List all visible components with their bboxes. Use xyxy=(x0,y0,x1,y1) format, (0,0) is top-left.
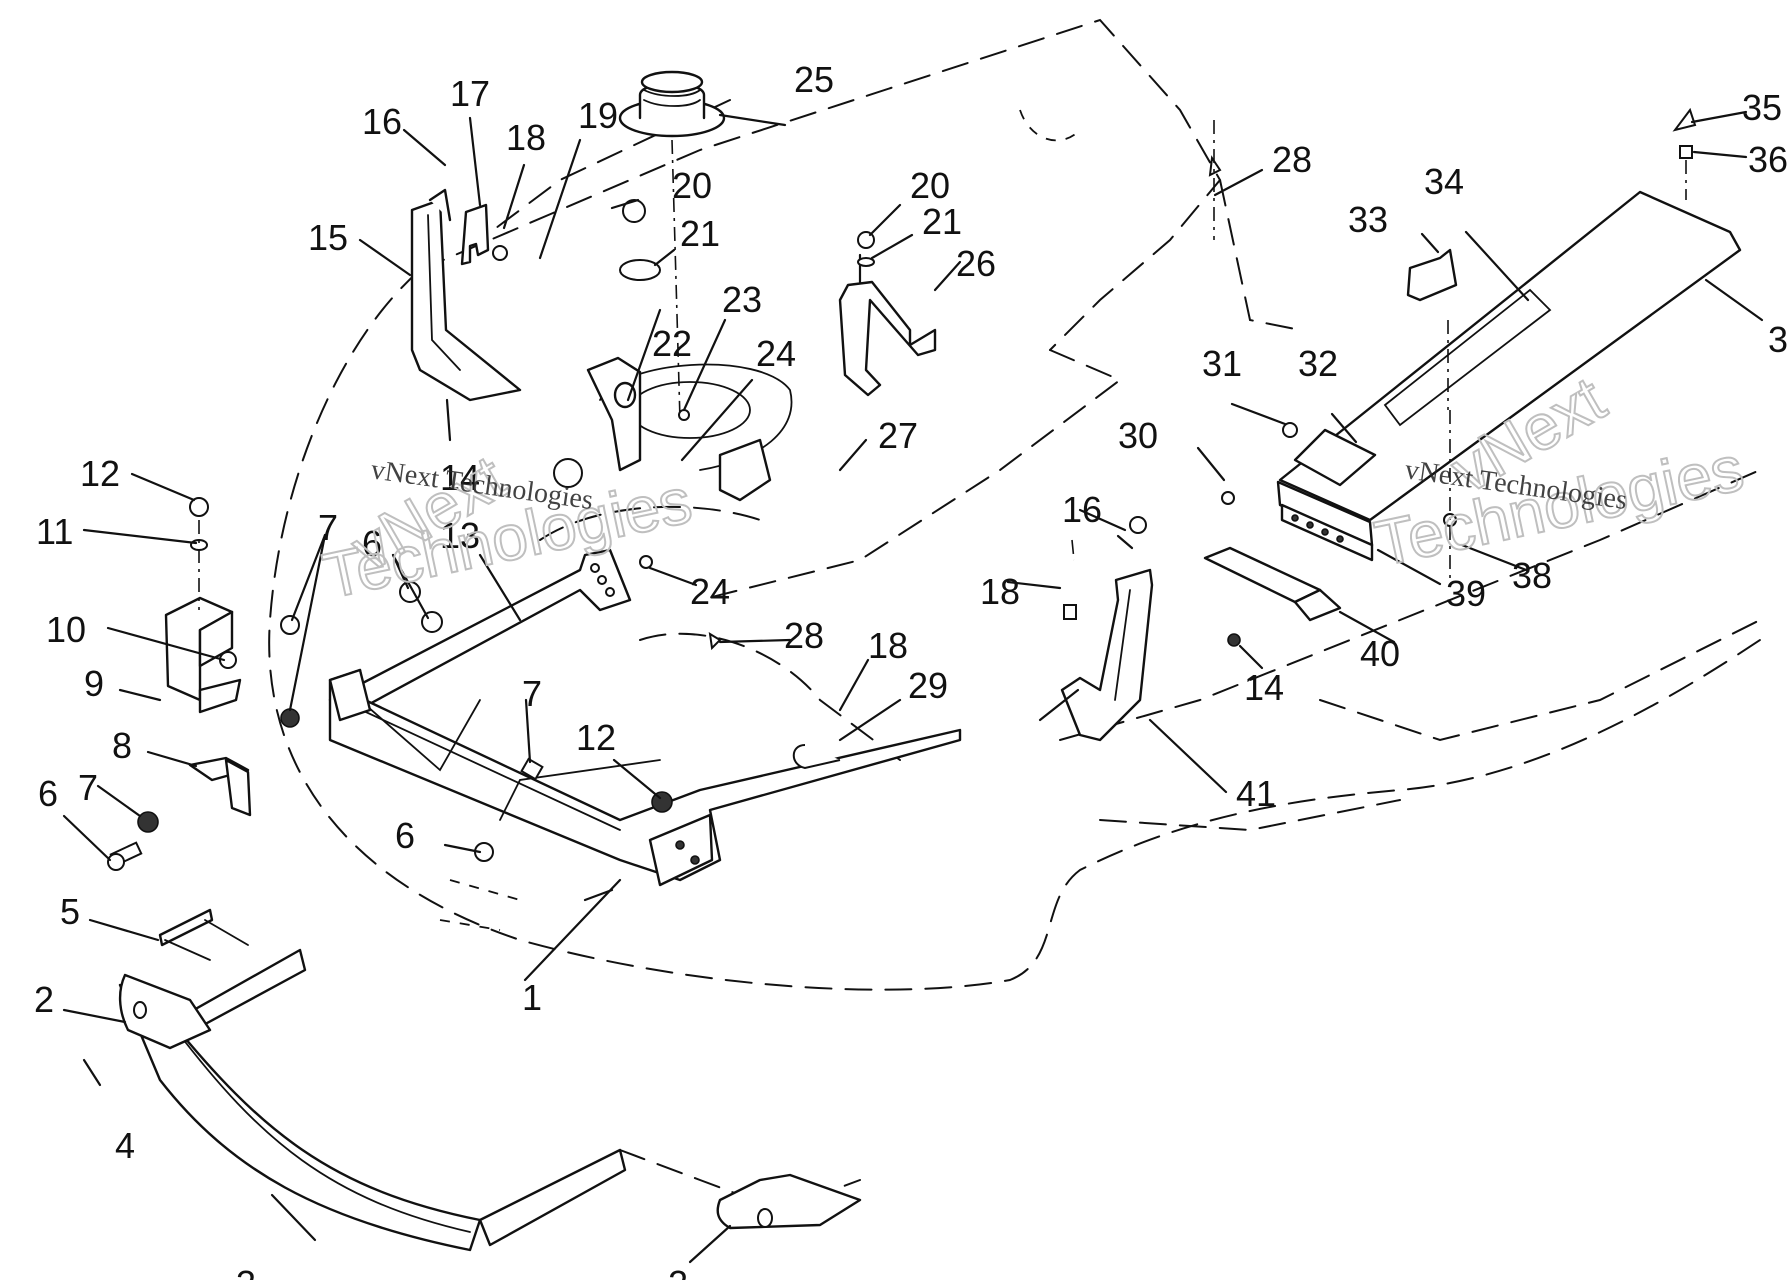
callout-15: 15 xyxy=(308,217,348,258)
callout-25: 25 xyxy=(794,59,834,100)
callout-17: 17 xyxy=(450,73,490,114)
callout-12-left: 12 xyxy=(80,453,120,494)
callout-40: 40 xyxy=(1360,633,1400,674)
callout-10: 10 xyxy=(46,609,86,650)
part-bumper-3 xyxy=(118,948,627,1252)
callout-18-left: 18 xyxy=(506,117,546,158)
callout-7-left: 7 xyxy=(78,767,98,808)
callout-24-upper: 24 xyxy=(756,333,796,374)
callout-31: 31 xyxy=(1202,343,1242,384)
callout-39: 39 xyxy=(1446,573,1486,614)
callout-11: 11 xyxy=(36,511,73,552)
callout-5: 5 xyxy=(60,891,80,932)
callout-24-lower: 24 xyxy=(690,571,730,612)
part-rail-39 xyxy=(1280,503,1374,562)
callout-30: 30 xyxy=(1118,415,1158,456)
callout-6-center: 6 xyxy=(395,815,415,856)
part-front-frame-1 xyxy=(328,668,962,887)
callout-14-right: 14 xyxy=(1244,667,1284,708)
callout-14-left: 14 xyxy=(440,457,480,498)
callout-13: 13 xyxy=(440,515,480,556)
part-brace-13 xyxy=(328,548,632,722)
part-bracket-40 xyxy=(1203,546,1342,622)
callout-22: 22 xyxy=(652,323,692,364)
callout-7-center: 7 xyxy=(522,673,542,714)
part-mount-plate-8 xyxy=(188,756,252,817)
callout-33: 33 xyxy=(1348,199,1388,240)
part-endcap-2-right xyxy=(716,1173,862,1230)
callout-32: 32 xyxy=(1298,343,1338,384)
part-bracket-26 xyxy=(838,253,937,397)
part-footrest xyxy=(1276,190,1742,547)
callout-36: 36 xyxy=(1748,139,1788,180)
callout-1: 1 xyxy=(522,977,542,1018)
callout-8: 8 xyxy=(112,725,132,766)
part-support-bracket-15 xyxy=(410,188,522,442)
callout-37-truncated: 3 xyxy=(1768,319,1788,360)
part-boot xyxy=(618,70,726,421)
callout-21-left: 21 xyxy=(680,213,720,254)
watermark-left: vNext Technologies vNext Technologies xyxy=(316,440,698,613)
callout-34: 34 xyxy=(1424,161,1464,202)
leader-lines xyxy=(62,110,1764,1264)
callout-18-center: 18 xyxy=(868,625,908,666)
part-support-41 xyxy=(1060,568,1154,742)
callout-3-bumper-truncated: 3 xyxy=(236,1263,256,1280)
callout-labels: 1 2 4 5 6 6 6 7 7 7 8 9 10 11 12 12 13 1… xyxy=(34,59,1788,1280)
callout-16-right: 16 xyxy=(1062,489,1102,530)
callout-26: 26 xyxy=(956,243,996,284)
callout-6-left: 6 xyxy=(38,773,58,814)
callout-19: 19 xyxy=(578,95,618,136)
callout-28-lower: 28 xyxy=(784,615,824,656)
callout-21-right: 21 xyxy=(922,201,962,242)
callout-2-left: 2 xyxy=(34,979,54,1020)
callout-6-upper: 6 xyxy=(362,523,382,564)
callout-16-left: 16 xyxy=(362,101,402,142)
callout-20-right: 20 xyxy=(910,165,950,206)
callout-38: 38 xyxy=(1512,555,1552,596)
callout-41: 41 xyxy=(1236,773,1276,814)
callout-7-upper: 7 xyxy=(318,507,338,548)
callout-12-center: 12 xyxy=(576,717,616,758)
callout-35: 35 xyxy=(1742,87,1782,128)
callout-27: 27 xyxy=(878,415,918,456)
callout-28-upper: 28 xyxy=(1272,139,1312,180)
callout-23: 23 xyxy=(722,279,762,320)
callout-9: 9 xyxy=(84,663,104,704)
callout-20-left: 20 xyxy=(672,165,712,206)
part-endcap-2-left xyxy=(118,973,212,1050)
part-mount-bracket-22 xyxy=(586,356,642,472)
callout-2-right-truncated: 2 xyxy=(668,1263,688,1280)
part-bracket-33 xyxy=(1406,248,1458,302)
part-mount-plate-5 xyxy=(158,908,249,961)
callout-29: 29 xyxy=(908,665,948,706)
callout-18-right: 18 xyxy=(980,571,1020,612)
part-plate-17 xyxy=(460,203,490,266)
callout-4-left: 4 xyxy=(115,1125,135,1166)
part-bracket-9 xyxy=(164,596,242,714)
